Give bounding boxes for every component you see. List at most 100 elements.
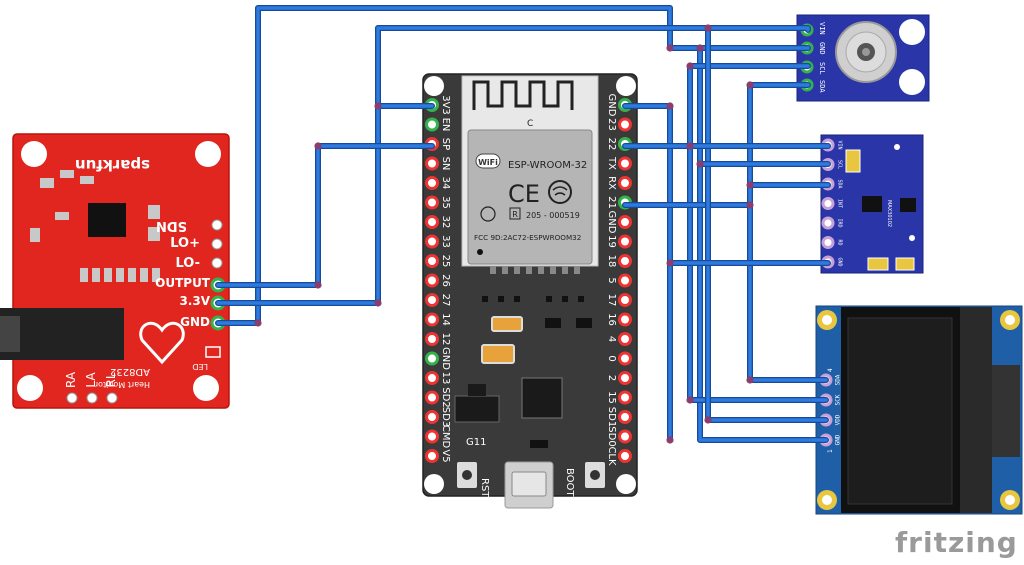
esp-right-pin-19[interactable] (618, 234, 632, 249)
esp-left-pin-label: SD2 (440, 387, 451, 407)
esp-right-pin-16[interactable] (618, 312, 632, 327)
ecg-chip-label: AD8232 (110, 366, 150, 377)
esp-right-pin-label: 23 (606, 118, 617, 131)
esp-right-pin-4[interactable] (618, 332, 632, 346)
spo2-pin-label: VIN (837, 140, 843, 149)
esp-left-pin-label: 32 (440, 216, 451, 229)
esp-left-pin-35[interactable] (425, 195, 439, 210)
esp-left-pin-32[interactable] (425, 215, 439, 229)
esp-left-pin-label: 25 (440, 255, 451, 268)
ecg-pin-label-sdn: SDN (156, 218, 187, 233)
esp-right-pin-gnd[interactable] (618, 215, 632, 229)
esp-right-pin-23[interactable] (618, 117, 632, 132)
fritzing-watermark: fritzing (895, 526, 1018, 559)
ecg-pin-label-output: OUTPUT (155, 276, 211, 290)
esp-right-pin-rx[interactable] (618, 176, 632, 190)
esp-right-pin-sd1[interactable] (618, 410, 632, 424)
ecg-pin-sdn[interactable] (211, 219, 223, 231)
esp-right-pin-2[interactable] (618, 371, 632, 385)
esp-right-pin-label: SD1 (606, 407, 617, 427)
esp32-board: C WiFi ESP-WROOM-32 CE R 205 - 000519 FC… (422, 73, 638, 509)
wire-joint (686, 142, 694, 150)
esp-right-pin-label: 2 (606, 375, 617, 381)
esp-left-pin-34[interactable] (425, 176, 439, 190)
esp-right-pin-label: 22 (606, 138, 617, 151)
esp-left-pin-25[interactable] (425, 254, 439, 268)
esp-left-pin-12[interactable] (425, 332, 439, 346)
esp-left-pin-label: 13 (440, 372, 451, 385)
esp-left-pin-label: 14 (440, 313, 451, 326)
wire-joint (374, 102, 382, 110)
esp-left-pin-label: 35 (440, 196, 451, 209)
spo2-pin-ird[interactable] (821, 216, 835, 230)
spo2-pin-rd[interactable] (821, 236, 835, 249)
oled-pin-number: 1 (827, 449, 834, 453)
fcc-id: FCC 9D:2AC72-ESPWROOM32 (474, 233, 581, 242)
esp-left-pin-27[interactable] (425, 293, 439, 307)
wire-joint (746, 376, 754, 384)
esp-left-pin-label: 34 (440, 177, 451, 190)
esp-left-pin-sd3[interactable] (425, 410, 439, 424)
esp-right-pin-label: 21 (606, 196, 617, 209)
spo2-pin-label: GND (837, 257, 843, 266)
ecg-pin-lo-minus[interactable] (211, 257, 223, 269)
esp-left-pin-label: EN (440, 118, 451, 132)
wire-joint (686, 396, 694, 404)
antenna-trace (472, 80, 574, 110)
esp-left-pin-en[interactable] (425, 117, 439, 132)
esp-right-pin-15[interactable] (618, 390, 632, 405)
esp-left-pin-26[interactable] (425, 273, 439, 288)
ecg-board: sparkfun SDN LO+ LO- OUTPUT 3.3V GND (0, 133, 230, 409)
esp-left-pin-gnd[interactable] (425, 351, 439, 366)
spo2-pin-int[interactable] (821, 197, 835, 210)
esp-left-pin-cmd[interactable] (425, 429, 439, 444)
wire-joint (704, 416, 712, 424)
wire-outline (747, 202, 829, 383)
spo2-chip-label: MAX30102 (886, 200, 892, 227)
ecg-pin-label-3v3: 3.3V (179, 294, 210, 308)
ecg-chip-sub: Heart Monitor (94, 380, 150, 389)
ecg-led-label: LED (192, 362, 208, 371)
wire-joint (314, 281, 322, 289)
esp-left-pin-33[interactable] (425, 234, 439, 249)
esp-left-pin-14[interactable] (425, 312, 439, 327)
esp-right-pin-tx[interactable] (618, 156, 632, 171)
esp-left-pin-label: 27 (440, 294, 451, 307)
esp-right-pin-label: 17 (606, 294, 617, 307)
esp-right-pin-label: 15 (606, 391, 617, 404)
esp-right-pin-5[interactable] (618, 273, 632, 288)
ecg-pin-lo-plus[interactable] (211, 238, 223, 250)
esp-left-pin-13[interactable] (425, 371, 439, 385)
wire (216, 104, 434, 305)
esp-right-pin-label: SD0 (606, 426, 617, 446)
spo2-pin-label: SCL (837, 160, 843, 169)
esp-right-pin-17[interactable] (618, 293, 632, 307)
esp-right-pin-sd0[interactable] (618, 429, 632, 444)
temperature-sensor-board: VIN GND SCL SDA (796, 14, 930, 102)
esp-right-pin-label: GND (606, 211, 617, 234)
temp-pin-label-gnd: GND (818, 42, 826, 55)
spo2-pin-label: INT (837, 199, 843, 208)
spo2-pin-label: SDA (837, 179, 843, 188)
espressif-logo (548, 180, 572, 204)
ecg-lead-la: LA (84, 372, 98, 388)
oled-pin-label: SCK (835, 394, 842, 405)
cert-icon (480, 206, 496, 222)
esp-right-pin-clk[interactable] (618, 449, 632, 463)
esp-left-pin-sn[interactable] (425, 156, 439, 171)
wire-joint (666, 102, 674, 110)
wire-joint (374, 299, 382, 307)
ecg-pin-label-lo-minus: LO- (175, 256, 200, 271)
esp-right-pin-18[interactable] (618, 254, 632, 268)
esp-right-pin-label: RX (606, 176, 617, 190)
wire-joint (686, 62, 694, 70)
wire-joint (666, 259, 674, 267)
esp-left-pin-v5[interactable] (425, 449, 439, 463)
esp-left-pin-sd2[interactable] (425, 390, 439, 405)
audio-jack (0, 308, 124, 360)
esp-right-pin-0[interactable] (618, 351, 632, 366)
usb-uart-chip (521, 377, 563, 419)
